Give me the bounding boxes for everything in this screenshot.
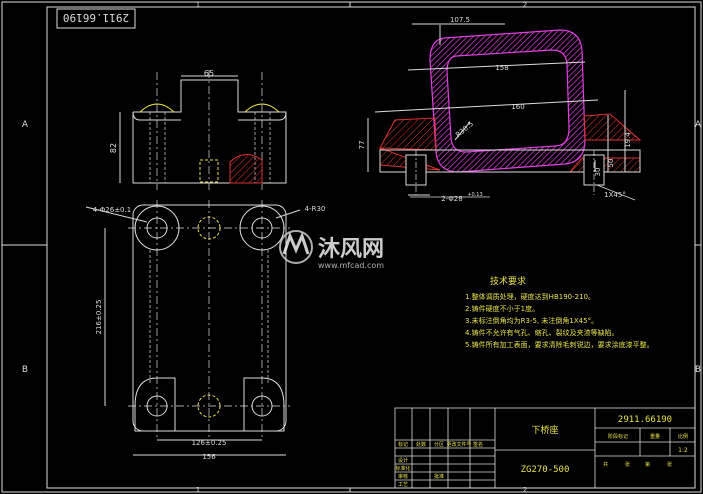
dim-section-h2: 50 xyxy=(607,159,615,168)
zone-number-1-top: 1 xyxy=(196,1,200,9)
col-label: 处数 xyxy=(416,441,426,448)
sheet-total-label: 共 xyxy=(603,461,608,468)
note-item: 5.铸件所有加工表面，要求清除毛刺锐边，要求涂底漆平整。 xyxy=(465,340,654,349)
row-label: 工艺 xyxy=(398,482,408,488)
note-item: 3.未标注倒角均为R3-5, 未注倒角1X45°。 xyxy=(465,316,598,325)
col-label: 更改文件号 xyxy=(446,441,471,448)
weight-label: 重量 xyxy=(650,433,660,440)
drawing-number-box-top: 2911.66190 xyxy=(56,8,136,29)
sheet-no-label: 第 xyxy=(645,461,650,468)
dim-section-mid: 158 xyxy=(495,64,508,72)
plan-view xyxy=(85,200,301,456)
dim-overall-width: 156 xyxy=(202,453,216,461)
dim-radius: 4-R30 xyxy=(305,205,326,213)
notes-title: 技术要求 xyxy=(490,275,526,287)
row-label: 标准化 xyxy=(395,465,410,472)
dim-section-hole: 2-Φ28 xyxy=(441,195,462,203)
section-view xyxy=(367,23,642,196)
dim-length-vertical: 216±0.25 xyxy=(95,300,103,335)
watermark-brand: 沐风网 xyxy=(318,237,384,262)
zone-number-1-bottom: 1 xyxy=(196,486,200,494)
front-view xyxy=(119,70,287,190)
zone-label-a-left: A xyxy=(22,120,29,130)
sheet-no-unit-label: 张 xyxy=(667,461,672,468)
title-block xyxy=(394,407,696,489)
dim-hole-diameter: 4-Φ26±0.1 xyxy=(93,206,131,214)
dim-section-left: 77 xyxy=(358,141,366,150)
col-label: 签名 xyxy=(473,441,483,448)
col-label: 标记 xyxy=(398,441,408,448)
watermark-logo-icon xyxy=(279,230,313,264)
inner-frame xyxy=(46,6,696,489)
part-number: 2911.66190 xyxy=(618,415,672,425)
zone-number-2-top: 2 xyxy=(523,1,527,9)
row-label: 批准 xyxy=(434,473,444,480)
part-name: 下桥座 xyxy=(531,424,558,436)
dim-section-hole-tolerance: +0.13 xyxy=(467,192,482,198)
dim-center-span: 126±0.25 xyxy=(192,439,227,447)
zone-label-b-left: B xyxy=(22,365,28,375)
leader-chamfer xyxy=(596,184,636,201)
dim-section-h1: 19.4 xyxy=(624,132,632,148)
dim-left-height: 82 xyxy=(109,143,118,153)
dim-section-top: 107.5 xyxy=(450,16,470,24)
watermark: 沐风网 www.mfcad.com xyxy=(279,230,384,270)
note-item: 2.铸件硬度不小于1度。 xyxy=(465,304,539,313)
technical-notes: 技术要求 1.整体调质处理，硬度达到HB190-210。 2.铸件硬度不小于1度… xyxy=(465,275,654,349)
zone-label-a-right: A xyxy=(695,120,702,130)
col-label: 分区 xyxy=(434,441,444,448)
stage-label: 阶段标记 xyxy=(608,433,628,440)
zone-number-2-bottom: 2 xyxy=(523,486,527,494)
row-label: 审核 xyxy=(398,473,408,480)
scale-label: 比例 xyxy=(678,433,688,440)
watermark-url: www.mfcad.com xyxy=(318,261,384,270)
dim-section-h3: 30 xyxy=(594,168,602,177)
row-label: 设计 xyxy=(398,457,408,464)
dim-chamfer: 1X45° xyxy=(604,191,626,199)
material: ZG270-500 xyxy=(521,465,570,475)
zone-label-b-right: B xyxy=(695,365,701,375)
sheet-unit-label: 张 xyxy=(625,461,630,468)
dim-top-width: 65 xyxy=(204,69,214,78)
note-item: 4.铸件不允许有气孔、缩孔、裂纹及夹渣等缺陷。 xyxy=(465,328,619,337)
scale-value: 1:2 xyxy=(678,447,688,454)
part-number-mirrored: 2911.66190 xyxy=(63,11,129,24)
note-item: 1.整体调质处理，硬度达到HB190-210。 xyxy=(465,292,595,301)
dim-section-wide: 160 xyxy=(511,103,524,111)
